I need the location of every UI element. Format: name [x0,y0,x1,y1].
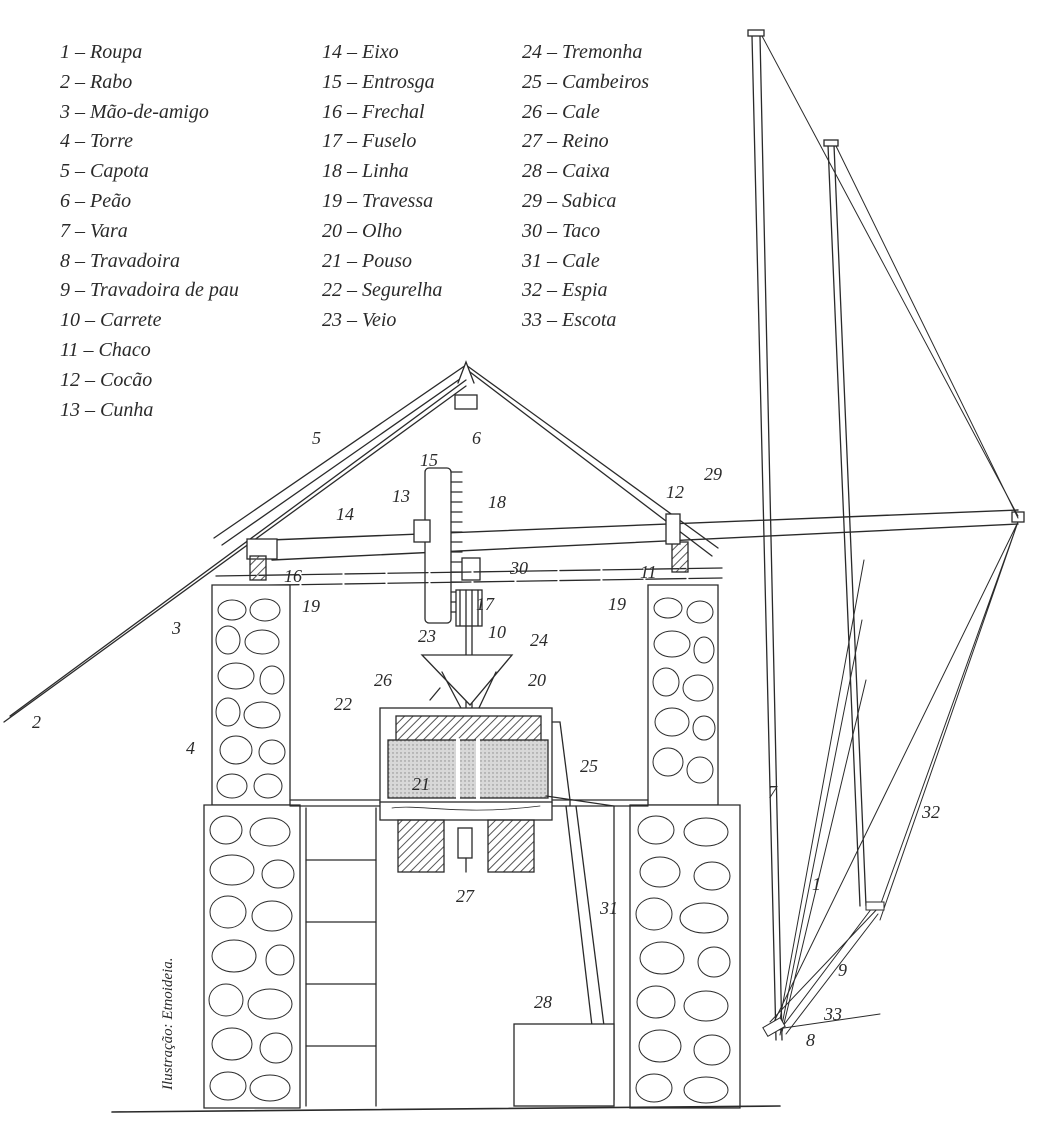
legend-item: 27 – Reino [522,130,609,153]
callout-number: 29 [704,464,722,484]
cocao [665,513,681,545]
legend-item: 12 – Cocão [60,368,153,391]
callout-number: 26 [374,670,392,690]
callout-number: 10 [488,622,506,642]
frechal-beam [215,567,723,587]
legend-item: 32 – Espia [522,279,608,302]
callout-number: 16 [284,566,302,586]
callout-number: 5 [312,428,321,448]
legend-item: 11 – Chaco [60,338,151,361]
callout-number: 7 [768,782,778,802]
callout-number: 13 [392,486,410,506]
callout-number: 12 [666,482,684,502]
chaco-block [671,541,689,573]
tail-pole [3,379,467,723]
legend-item: 1 – Roupa [60,41,143,63]
callout-number: 9 [838,960,847,980]
stone-tower [203,584,741,1109]
legend-item: 8 – Travadoira [60,249,181,272]
legend-item: 31 – Cale [522,249,600,272]
legend-item: 29 – Sabica [522,189,617,212]
legend-item: 19 – Travessa [322,189,434,212]
callout-number: 2 [32,712,41,732]
legend-column-2: 14 – Eixo 15 – Entrosga 16 – Frechal 17 – F… [322,38,442,336]
legend-item: 21 – Pouso [322,249,412,272]
callout-number: 6 [472,428,481,448]
support-beams [397,819,535,873]
legend-column-1: 1 – Roupa 2 – Rabo 3 – Mão-de-amigo 4 – Tor… [60,38,239,425]
callout-number: 11 [640,562,657,582]
callout-number: 3 [171,618,181,638]
lantern-pinion [455,557,483,721]
sail-masts [747,29,867,1041]
legend-item: 18 – Linha [322,160,409,183]
legend-item: 9 – Travadoira de pau [60,279,239,302]
callout-number: 32 [921,802,940,822]
legend-item: 13 – Cunha [60,398,154,421]
legend-item: 2 – Rabo [60,70,133,93]
callout-number: 25 [580,756,598,776]
millstones [379,707,553,821]
illustration-credit: Ilustração: Etnoideia. [160,957,176,1090]
legend-item: 23 – Veio [322,309,397,332]
legend-item: 30 – Taco [522,219,601,242]
legend-item: 7 – Vara [60,219,128,242]
capota-roof [213,360,719,557]
callout-number: 23 [418,626,436,646]
callout-number: 18 [488,492,506,512]
hopper-tremonha [420,654,514,711]
flour-chute [545,721,615,1101]
callout-number: 24 [530,630,548,650]
flour-box-caixa [513,1023,615,1107]
legend-item: 20 – Olho [322,219,402,242]
callout-number: 19 [302,596,320,616]
legend-item: 26 – Cale [522,100,600,123]
legend-item: 14 – Eixo [322,41,399,63]
callout-number: 15 [420,450,438,470]
ground-line [111,1105,781,1113]
gear-entrosga [413,467,463,624]
legend-item: 33 – Escota [522,309,617,332]
legend-item: 17 – Fuselo [322,130,417,153]
callout-number: 8 [806,1030,815,1050]
chaco-block-left [249,555,267,581]
callout-number: 27 [456,886,475,906]
callout-number: 4 [186,738,195,758]
legend-item: 6 – Peão [60,189,132,212]
callout-number: 1 [812,874,821,894]
callout-number: 31 [599,898,618,918]
axle-eixo [246,509,1025,561]
legend-item: 15 – Entrosga [322,70,435,93]
legend-item: 3 – Mão-de-amigo [60,100,209,123]
rigging [761,35,1019,1038]
callout-number: 19 [608,594,626,614]
callout-number: 20 [528,670,546,690]
legend-item: 16 – Frechal [322,100,425,123]
legend-item: 22 – Segurelha [322,279,443,302]
callout-number: 22 [334,694,352,714]
callout-number: 14 [336,504,354,524]
callout-number: 21 [412,774,430,794]
legend-item: 4 – Torre [60,130,133,153]
callout-number: 30 [509,558,528,578]
legend-item: 25 – Cambeiros [522,70,650,93]
legend-item: 10 – Carrete [60,309,162,332]
legend-item: 5 – Capota [60,160,149,183]
legend-item: 24 – Tremonha [522,41,643,63]
callout-number: 28 [534,992,552,1012]
legend-item: 28 – Caixa [522,160,610,183]
legend-column-3: 24 – Tremonha 25 – Cambeiros 26 – Cale 27 –… [522,38,649,336]
ladder [305,807,377,1107]
callout-number: 33 [823,1004,842,1024]
callout-number: 17 [476,594,495,614]
